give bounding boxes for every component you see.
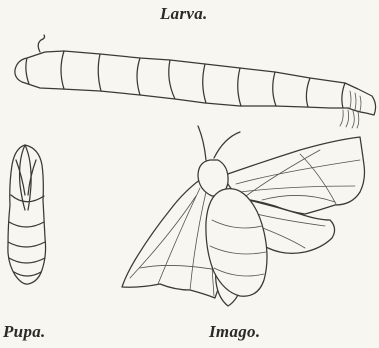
pupa-sheath bbox=[28, 160, 36, 195]
pupa-segment bbox=[14, 272, 41, 276]
pupa-segment bbox=[8, 242, 45, 247]
larva-segment bbox=[203, 64, 206, 103]
larva-segment bbox=[26, 58, 29, 84]
pupa-sheath bbox=[11, 195, 44, 202]
imago-label: Imago. bbox=[209, 322, 260, 342]
larva-segment bbox=[169, 60, 175, 99]
larva-segment bbox=[238, 68, 241, 106]
larva-proleg bbox=[340, 110, 343, 126]
imago-drawing bbox=[122, 126, 365, 306]
larva-proleg bbox=[352, 111, 354, 128]
larva-proleg bbox=[357, 112, 359, 128]
antenna-icon bbox=[214, 132, 240, 158]
larva-segment bbox=[61, 51, 64, 89]
larva-body bbox=[15, 51, 376, 115]
larva-segment bbox=[137, 58, 140, 95]
pupa-label: Pupa. bbox=[3, 322, 46, 342]
larva-tail-line bbox=[360, 96, 361, 111]
larva-tail-line bbox=[355, 93, 356, 110]
larva-drawing bbox=[15, 35, 376, 128]
larva-proleg bbox=[346, 110, 349, 127]
antenna-icon bbox=[198, 126, 206, 160]
larva-segment bbox=[98, 54, 101, 91]
larva-segment bbox=[342, 83, 345, 108]
pupa-drawing bbox=[8, 145, 46, 284]
pupa-segment bbox=[9, 222, 44, 227]
larva-tail-line bbox=[350, 91, 351, 108]
larva-segment bbox=[306, 78, 310, 107]
larva-label: Larva. bbox=[160, 4, 208, 24]
larva-segment bbox=[273, 72, 276, 106]
pupa-segment bbox=[9, 258, 45, 263]
larva-horn bbox=[38, 35, 44, 52]
